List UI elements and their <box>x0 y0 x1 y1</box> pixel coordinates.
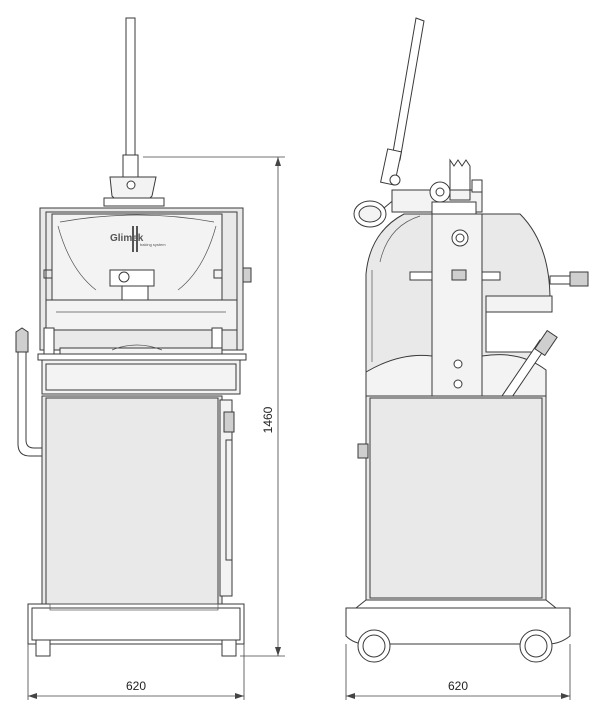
front-wheel-left <box>35 639 51 657</box>
front-width-dimension: 620 <box>27 644 245 700</box>
side-view <box>345 17 589 663</box>
front-width-label: 620 <box>126 679 146 693</box>
front-center-bracket <box>109 269 155 287</box>
side-base-cabinet <box>365 395 547 601</box>
front-side-handle <box>15 327 46 457</box>
front-lever-rod <box>125 17 136 159</box>
side-lever-rod <box>391 17 425 161</box>
side-lever-head <box>353 197 397 228</box>
front-tray <box>37 353 247 361</box>
side-width-dimension: 620 <box>345 644 571 700</box>
front-wheel-right <box>221 639 237 657</box>
front-view: Glimek baking system <box>15 17 252 657</box>
side-width-label: 620 <box>448 679 468 693</box>
logo-text: Glimek <box>110 233 144 244</box>
height-dimension-label: 1460 <box>261 406 275 433</box>
logo-subtext: baking system <box>140 242 166 247</box>
side-crank-handle <box>549 271 589 287</box>
front-side-knob <box>242 267 252 283</box>
brand-logo: Glimek baking system <box>110 226 166 252</box>
side-top-mechanism <box>391 158 483 215</box>
height-dimension: 1460 <box>143 156 285 657</box>
front-base-cabinet <box>41 395 223 607</box>
